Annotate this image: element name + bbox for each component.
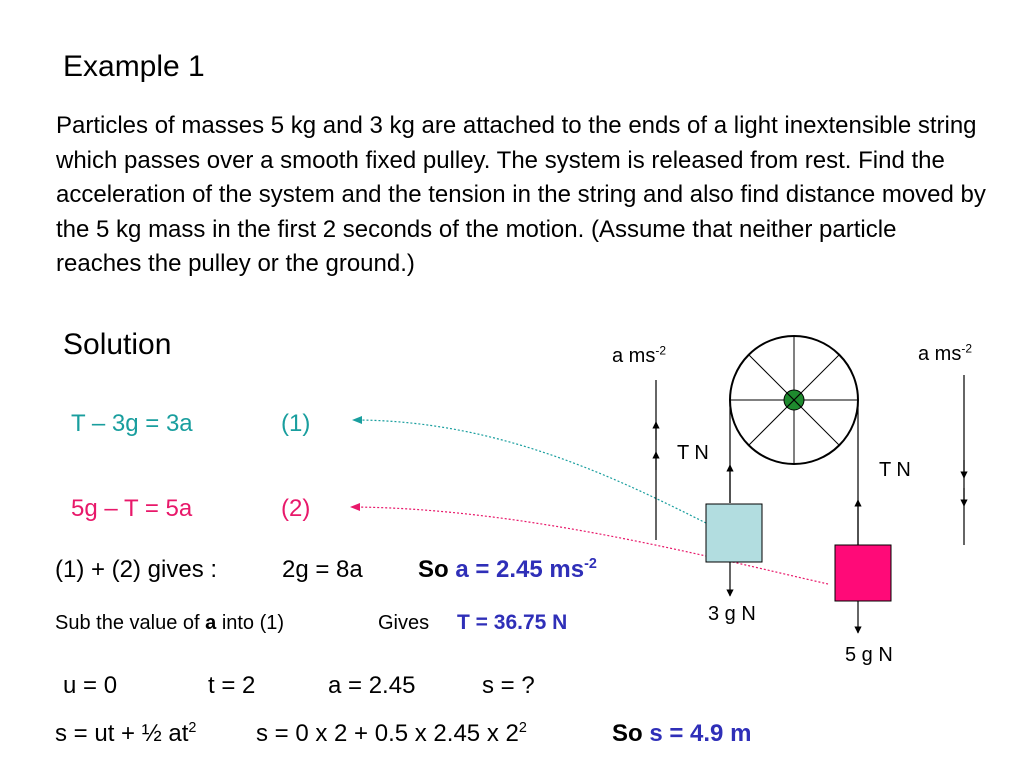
distance-answer-line: So s = 4.9 m — [612, 720, 751, 748]
weight-label-right: 5 g N — [845, 644, 893, 666]
acceleration-answer: a = 2.45 ms-2 — [455, 556, 597, 583]
equation-2: 5g – T = 5a — [71, 495, 193, 522]
so-label-2: So — [612, 720, 643, 747]
suvat-substitution: s = 0 x 2 + 0.5 x 2.45 x 22 — [256, 720, 527, 747]
known-s: s = ? — [482, 672, 535, 699]
sub-pre: Sub the value of — [55, 612, 200, 634]
connector-eq2-arrowhead — [350, 503, 360, 511]
equation-1: T – 3g = 3a — [71, 410, 193, 437]
connector-eq1 — [353, 419, 707, 524]
sub-var: a — [205, 612, 217, 634]
tension-label-right: T N — [879, 459, 911, 481]
tension-answer: T = 36.75 N — [457, 611, 568, 634]
combine-result: 2g = 8a — [282, 556, 363, 583]
so-label: So — [418, 556, 449, 583]
connector-eq2 — [351, 506, 829, 585]
tension-label-left: T N — [677, 442, 709, 464]
gives-label: Gives — [378, 612, 430, 634]
combine-text: (1) + (2) gives : — [55, 556, 218, 583]
mass-5kg-block — [834, 544, 892, 602]
solution-heading: Solution — [63, 328, 172, 361]
accel-label-left: a ms-2 — [612, 343, 667, 367]
acceleration-answer-line: So a = 2.45 ms-2 — [418, 556, 597, 584]
pulley-spokes — [730, 336, 858, 464]
page-title: Example 1 — [63, 50, 205, 83]
known-u: u = 0 — [63, 672, 118, 699]
problem-statement: Particles of masses 5 kg and 3 kg are at… — [56, 112, 986, 277]
substitution-line: Sub the value of a into (1) — [55, 612, 284, 635]
connector-eq1-arrowhead — [352, 416, 362, 424]
accel-label-right: a ms-2 — [918, 341, 973, 365]
known-a: a = 2.45 — [328, 672, 416, 699]
distance-answer: s = 4.9 m — [649, 720, 752, 747]
sub-post: into (1) — [221, 612, 285, 634]
known-t: t = 2 — [208, 672, 256, 699]
equation-2-number: (2) — [281, 495, 311, 522]
equation-1-number: (1) — [281, 410, 311, 437]
suvat-formula: s = ut + ½ at2 — [55, 720, 197, 747]
mass-3kg-block — [705, 503, 763, 563]
weight-label-left: 3 g N — [708, 603, 756, 625]
